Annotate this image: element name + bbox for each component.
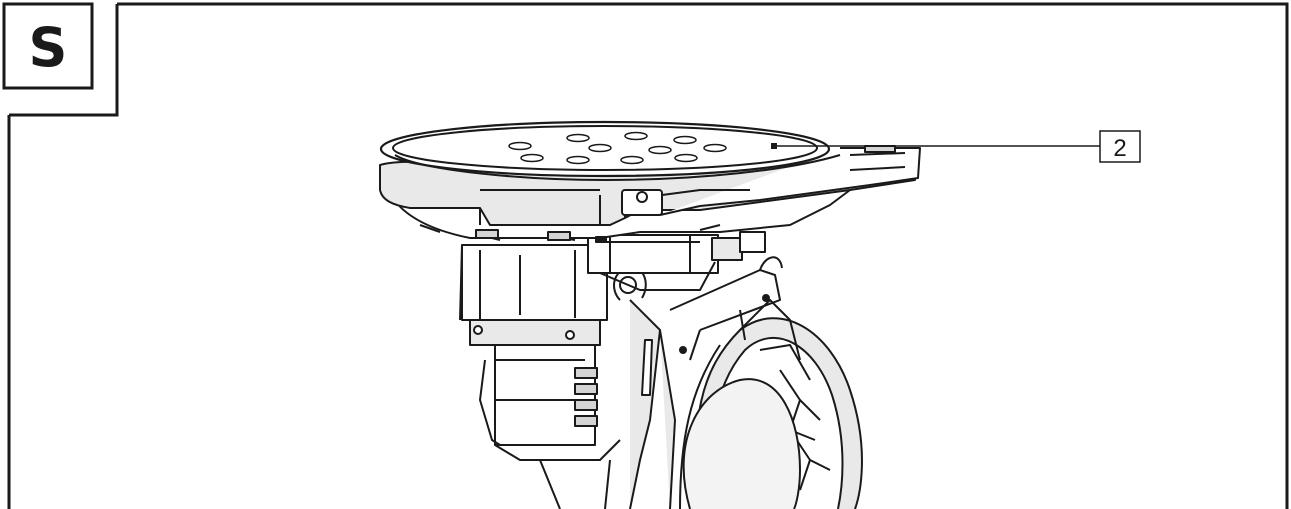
clamp-rail [621, 145, 921, 216]
callout-dot [771, 143, 777, 149]
vent-holes [508, 131, 727, 165]
device-illustration [379, 120, 921, 509]
inner-oval [682, 378, 801, 509]
panel-border [7, 2, 1289, 509]
mount-block [587, 231, 766, 291]
callout-label: 2 [1113, 135, 1126, 162]
callout-box [1099, 130, 1141, 163]
section-letter: S [29, 16, 68, 79]
motor-housing [459, 244, 621, 509]
strut-arm [613, 256, 783, 509]
callout-2: 2 [771, 130, 1141, 163]
section-tab: S [2, 2, 94, 90]
